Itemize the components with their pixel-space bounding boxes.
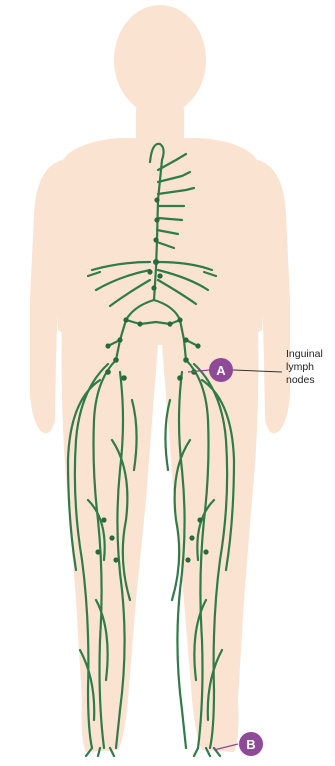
- lymph-node: [151, 285, 156, 290]
- lymph-node: [153, 237, 158, 242]
- lymph-node-inguinal: [105, 369, 111, 375]
- lymph-node: [203, 549, 208, 554]
- lymph-node: [154, 197, 159, 202]
- lymph-node: [137, 321, 142, 326]
- marker-a[interactable]: A: [209, 358, 233, 382]
- lymph-node: [123, 317, 128, 322]
- left-leg: [62, 320, 158, 752]
- lymph-node-inguinal: [113, 357, 119, 363]
- head: [114, 5, 206, 115]
- lymph-node: [101, 517, 106, 522]
- lymph-node: [109, 535, 114, 540]
- marker-b[interactable]: B: [239, 732, 263, 756]
- callout-a-label-line-2: lymph: [286, 361, 334, 374]
- marker-a-letter: A: [216, 363, 226, 378]
- body-silhouette: [30, 5, 290, 752]
- marker-b-letter: B: [246, 737, 255, 752]
- lymph-node: [183, 337, 188, 342]
- lymph-node: [153, 259, 159, 265]
- lymph-node: [147, 269, 152, 274]
- lymph-node: [197, 517, 202, 522]
- callout-a-label-line-3: nodes: [286, 374, 334, 387]
- lymph-node: [185, 557, 190, 562]
- lymph-node: [95, 549, 100, 554]
- callout-a-label: Inguinal lymph nodes: [286, 348, 334, 387]
- lymph-node-inguinal: [177, 375, 183, 381]
- lymph-node: [113, 557, 118, 562]
- lymph-node-inguinal: [121, 375, 127, 381]
- lymph-node: [195, 343, 200, 348]
- lymph-node: [157, 273, 162, 278]
- callout-a-label-line-1: Inguinal: [286, 348, 334, 361]
- lymph-node: [167, 321, 172, 326]
- lymph-node: [154, 217, 159, 222]
- lymph-node: [177, 317, 182, 322]
- lymph-node: [189, 535, 194, 540]
- lymph-node-inguinal: [183, 357, 189, 363]
- lymph-node: [117, 337, 122, 342]
- lymph-node: [105, 343, 110, 348]
